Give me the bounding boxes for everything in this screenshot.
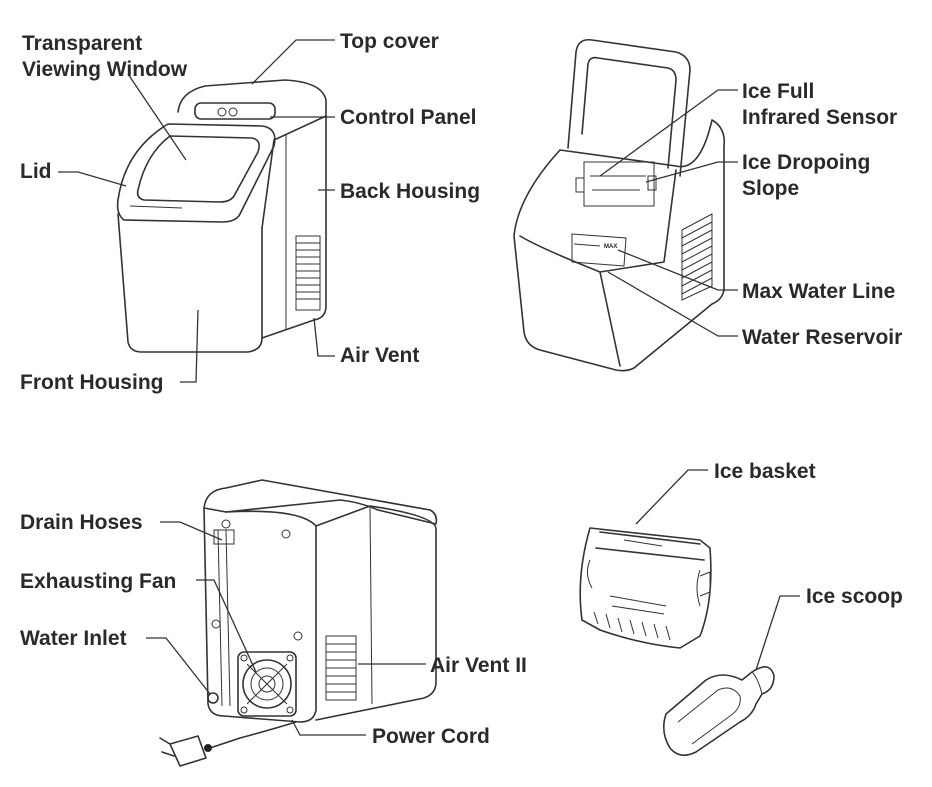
back-view-machine [159,479,438,767]
label-transparent-viewing-window-line1: Transparent [22,32,142,55]
label-power-cord: Power Cord [372,725,490,748]
ice-basket-icon [579,527,712,649]
label-exhausting-fan: Exhausting Fan [20,570,176,593]
label-water-reservoir: Water Reservoir [742,326,902,349]
label-air-vent: Air Vent [340,344,419,367]
label-ice-dropping-slope-line2: Slope [742,177,799,200]
front-air-vent-grille [295,235,321,311]
open-view-machine: MAX [513,38,726,372]
label-top-cover: Top cover [340,30,439,53]
label-back-housing: Back Housing [340,180,480,203]
label-drain-hoses: Drain Hoses [20,511,143,534]
max-water-line-mark: MAX [604,244,617,250]
label-ice-basket: Ice basket [714,460,816,483]
exhausting-fan-icon [237,651,297,717]
power-cord-plug-icon [159,721,297,767]
label-transparent-viewing-window-line2: Viewing Window [22,58,188,81]
label-ice-full-sensor-line1: Ice Full [742,80,814,103]
label-ice-scoop: Ice scoop [806,585,903,608]
label-front-housing: Front Housing [20,371,163,394]
water-inlet-icon [207,692,219,704]
label-max-water-line: Max Water Line [742,280,895,303]
label-lid: Lid [20,160,52,183]
right-air-vent-grille [681,213,713,301]
ice-scoop-icon [662,666,775,756]
front-view-machine [116,79,327,353]
label-water-inlet: Water Inlet [20,627,127,650]
label-ice-full-sensor-line2: Infrared Sensor [742,106,897,129]
label-control-panel: Control Panel [340,106,477,129]
label-air-vent-ii: Air Vent II [430,654,527,677]
label-ice-dropping-slope-line1: Ice Dropoing [742,151,870,174]
back-air-vent-grille [325,635,357,701]
